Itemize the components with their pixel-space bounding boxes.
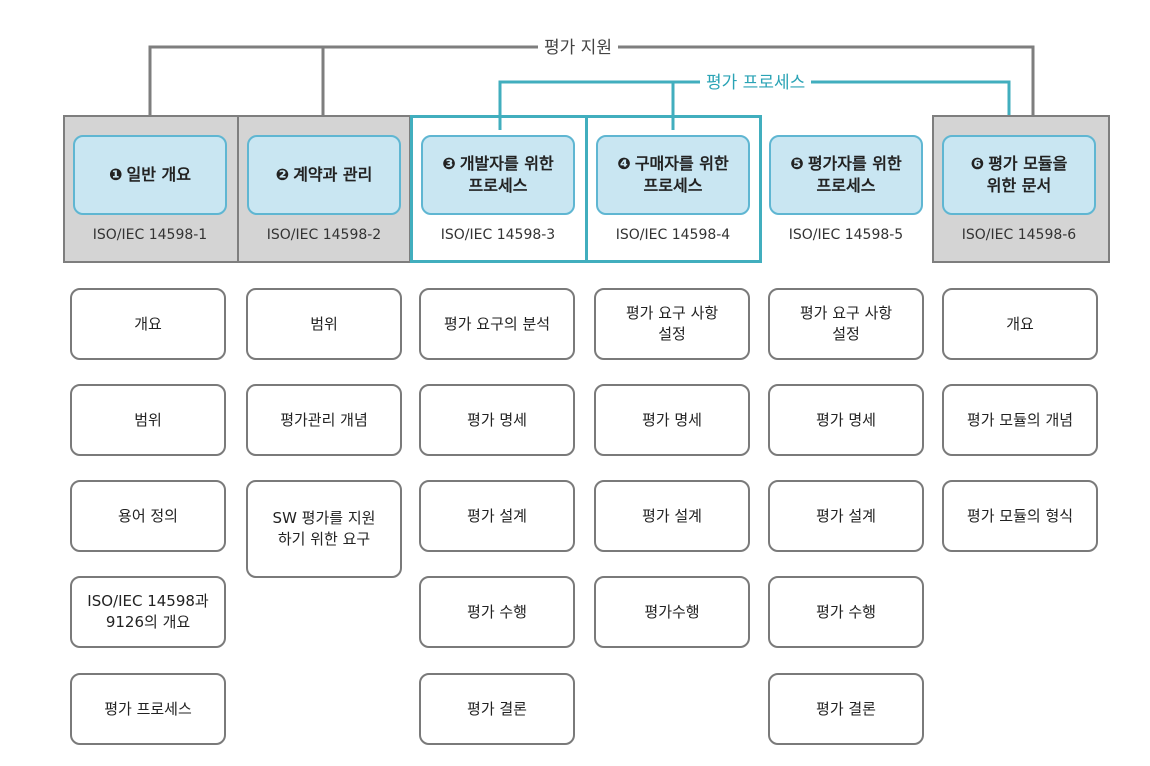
topic-box: 평가 결론 xyxy=(768,673,924,745)
topic-box: ISO/IEC 14598과 9126의 개요 xyxy=(70,576,226,648)
topic-box: 평가 요구 사항 설정 xyxy=(768,288,924,360)
topic-box: 용어 정의 xyxy=(70,480,226,552)
topic-box: 평가 명세 xyxy=(419,384,575,456)
part-title: 평가 모듈을 위한 문서 xyxy=(986,154,1068,195)
topic-box: 평가관리 개념 xyxy=(246,384,402,456)
topic-box: 평가 수행 xyxy=(768,576,924,648)
standard-code: ISO/IEC 14598-2 xyxy=(266,227,382,243)
topic-box: 범위 xyxy=(70,384,226,456)
topic-box: 평가 프로세스 xyxy=(70,673,226,745)
standard-code: ISO/IEC 14598-1 xyxy=(92,227,208,243)
topic-box: SW 평가를 지원하기 위한 요구 xyxy=(246,480,402,578)
evaluation-support-label: 평가 지원 xyxy=(538,38,618,58)
topic-box: 평가 결론 xyxy=(419,673,575,745)
topic-box: 개요 xyxy=(70,288,226,360)
part-title: 구매자를 위한 프로세스 xyxy=(634,154,729,195)
part-number: ❺ xyxy=(790,154,804,173)
part-number: ❷ xyxy=(275,165,290,184)
part-title: 평가자를 위한 프로세스 xyxy=(807,154,902,195)
part-number: ❹ xyxy=(617,154,631,173)
topic-box: 평가 설계 xyxy=(768,480,924,552)
topic-box: 평가 모듈의 개념 xyxy=(942,384,1098,456)
evaluation-process-label: 평가 프로세스 xyxy=(700,73,812,93)
topic-box: 평가 수행 xyxy=(419,576,575,648)
topic-box: 평가 명세 xyxy=(768,384,924,456)
standard-code: ISO/IEC 14598-3 xyxy=(440,227,556,243)
column-divider xyxy=(585,118,588,260)
part-number: ❸ xyxy=(442,154,456,173)
column-divider xyxy=(237,117,239,261)
topic-box: 범위 xyxy=(246,288,402,360)
standard-code: ISO/IEC 14598-4 xyxy=(615,227,731,243)
topic-box: 평가 설계 xyxy=(594,480,750,552)
topic-box: 평가 요구 사항 설정 xyxy=(594,288,750,360)
topic-box: 평가 모듈의 형식 xyxy=(942,480,1098,552)
topic-box: 평가 요구의 분석 xyxy=(419,288,575,360)
part-title: 일반 개요 xyxy=(126,165,191,184)
standard-code: ISO/IEC 14598-6 xyxy=(961,227,1077,243)
standard-code: ISO/IEC 14598-5 xyxy=(788,227,904,243)
process-panel xyxy=(410,115,762,263)
topic-box: 평가수행 xyxy=(594,576,750,648)
part-title: 개발자를 위한 프로세스 xyxy=(459,154,554,195)
part-number: ❶ xyxy=(109,165,123,184)
topic-box: 평가 명세 xyxy=(594,384,750,456)
part-number: ❻ xyxy=(970,154,985,173)
part-title: 계약과 관리 xyxy=(293,165,373,184)
topic-box: 평가 설계 xyxy=(419,480,575,552)
topic-box: 개요 xyxy=(942,288,1098,360)
